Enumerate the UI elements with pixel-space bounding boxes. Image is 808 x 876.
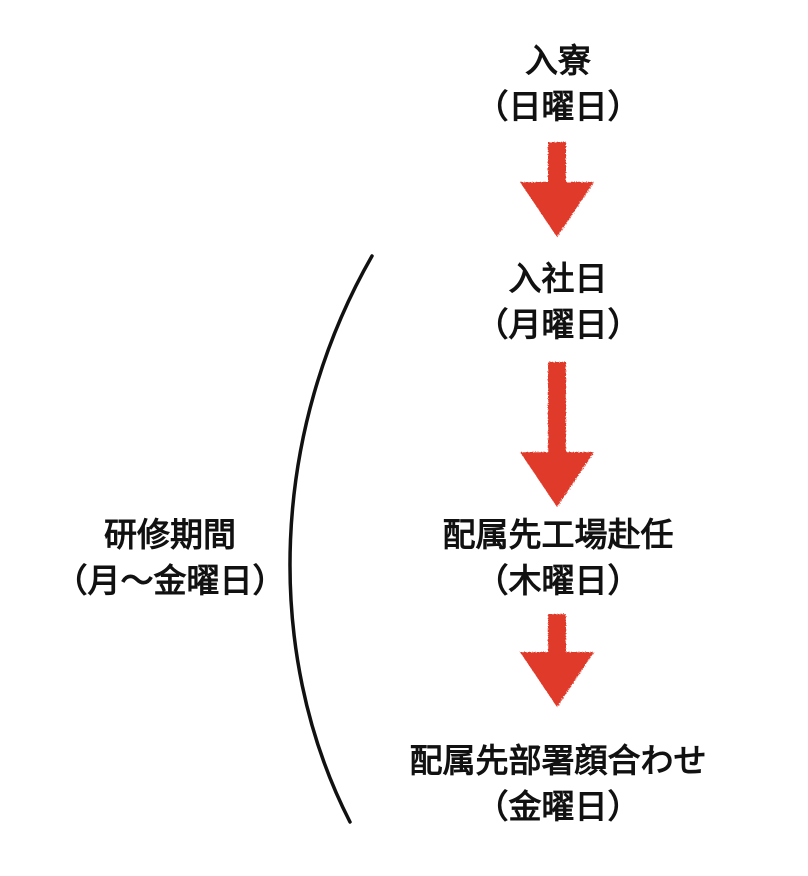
step-day: （金曜日） [475, 787, 641, 826]
down-arrow-icon [520, 362, 594, 507]
step-day: （月曜日） [475, 305, 641, 344]
down-arrow-icon [520, 614, 594, 707]
step-title: 入社日 [508, 259, 608, 298]
training-period: 研修期間 （月～金曜日） [20, 512, 320, 604]
period-title: 研修期間 [104, 515, 236, 554]
curved-bracket [288, 254, 374, 824]
step-title: 配属先工場赴任 [442, 515, 674, 554]
step-factory-assignment: 配属先工場赴任 （木曜日） [358, 512, 758, 604]
step-department-meeting: 配属先部署顔合わせ （金曜日） [358, 738, 758, 830]
step-day: （日曜日） [475, 87, 641, 126]
down-arrow-icon [520, 142, 594, 237]
step-move-in: 入寮 （日曜日） [358, 38, 758, 130]
step-title: 配属先部署顔合わせ [409, 741, 707, 780]
period-range: （月～金曜日） [54, 561, 286, 600]
step-title: 入寮 [525, 41, 591, 80]
step-day: （木曜日） [475, 561, 641, 600]
step-joining-day: 入社日 （月曜日） [358, 256, 758, 348]
